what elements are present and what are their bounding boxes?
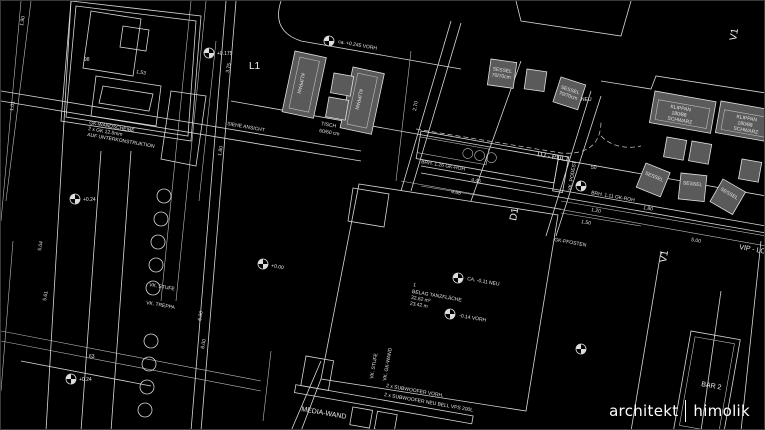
level-label: +0.24	[83, 197, 96, 203]
media-wall	[294, 355, 474, 429]
armchair: SESSEL	[635, 162, 671, 198]
bar-label: BAR 2	[701, 381, 722, 391]
stair-label: VK. STUFE	[369, 352, 380, 379]
dance-floor-outline	[291, 183, 559, 429]
dance-floor-label: 1 BELAG TANZFLÄCHE 32.62 m² 23.42 m	[409, 282, 463, 310]
dj-booth	[415, 130, 570, 193]
svg-text:180/88: 180/88	[737, 120, 753, 129]
company-logo: architekt himolik	[609, 400, 750, 422]
table	[663, 136, 688, 161]
section-marker: V1	[658, 249, 671, 263]
svg-text:1.53: 1.53	[136, 69, 147, 77]
svg-text:8.00: 8.00	[200, 339, 208, 350]
table	[325, 96, 350, 121]
brh-label: BRH. 1.26 GK-ROH	[421, 159, 466, 173]
level-label: -0.14 VORH	[459, 313, 487, 324]
svg-text:180/88: 180/88	[671, 110, 687, 119]
section-marker: D1	[508, 207, 521, 222]
svg-text:5.00: 5.00	[691, 237, 702, 245]
stepping-stones	[137, 188, 172, 418]
armchair: SESSEL	[677, 172, 708, 203]
svg-text:1.50: 1.50	[581, 219, 592, 227]
section-marker: L1	[249, 61, 261, 72]
table	[738, 158, 763, 183]
svg-text:70/70cm: 70/70cm	[558, 90, 578, 102]
svg-text:KLIPPAN: KLIPPAN	[736, 114, 758, 124]
svg-text:SESSEL: SESSEL	[492, 66, 512, 75]
svg-text:1.80: 1.80	[643, 205, 654, 213]
svg-text:4.45: 4.45	[471, 177, 482, 185]
wall-note: 2 x GK 12.5mm	[88, 126, 123, 138]
table-label: TISCH	[321, 121, 337, 130]
logo-divider	[685, 400, 687, 422]
table-size: 60/60 cm	[319, 128, 340, 137]
svg-text:SCHWARZ: SCHWARZ	[733, 126, 759, 136]
svg-text:98: 98	[84, 57, 90, 63]
left-rooms	[60, 1, 207, 167]
svg-text:KLIPPAN: KLIPPAN	[353, 88, 363, 110]
logo-left: architekt	[609, 402, 679, 420]
klippan-sofa: KLIPPAN	[281, 50, 327, 119]
dimension-lines	[5, 1, 642, 422]
svg-text:5.04: 5.04	[37, 241, 45, 252]
table	[330, 72, 355, 97]
armchair: SESSEL	[709, 178, 747, 216]
svg-text:KLIPPAN: KLIPPAN	[295, 72, 305, 94]
svg-text:63: 63	[89, 354, 95, 360]
level-label: +0.24	[79, 377, 92, 383]
level-label: ca. +0.245 VORH	[338, 39, 378, 52]
svg-text:50: 50	[591, 165, 597, 171]
svg-text:1.01: 1.01	[9, 101, 17, 112]
level-label: +0.175	[217, 51, 233, 57]
vip-label: VIP - LOUNGE	[739, 244, 765, 259]
stair-label: VK. TREPPA	[146, 300, 176, 311]
wall-label: VK. GK-WAND	[382, 347, 394, 381]
stair-label: VK. STUFE	[149, 282, 176, 293]
svg-text:1.20: 1.20	[591, 207, 602, 215]
media-wall-label: MEDIA-WAND	[301, 406, 347, 421]
podest-label: VK. PODEST	[567, 161, 578, 192]
dj-label: DJ - PULT	[537, 151, 571, 164]
post-label: GK-PFOSTEN	[554, 237, 587, 249]
svg-text:SESSEL: SESSEL	[560, 85, 581, 97]
new-label: NEU	[581, 97, 592, 103]
bar-2	[673, 330, 741, 429]
svg-text:4.65: 4.65	[451, 189, 462, 197]
section-marker: V1	[728, 27, 741, 41]
svg-text:1.80: 1.80	[217, 146, 225, 157]
brh-label: BRH. 1.11 GK-ROH	[591, 190, 636, 204]
svg-text:3.75: 3.75	[225, 63, 233, 74]
svg-text:5.61: 5.61	[42, 291, 50, 302]
svg-text:32.62 m²: 32.62 m²	[410, 295, 431, 304]
svg-text:SESSEL: SESSEL	[683, 180, 703, 188]
svg-text:SCHWARZ: SCHWARZ	[667, 116, 693, 126]
table	[523, 68, 548, 93]
table	[688, 140, 713, 165]
svg-text:1.90: 1.90	[19, 16, 27, 27]
svg-text:23.42 m: 23.42 m	[409, 301, 428, 310]
dimension-labels: 4.45 4.65 1.20 1.50 5.00 1.80 1.90 1.01 …	[9, 16, 701, 360]
svg-text:2.70: 2.70	[412, 101, 420, 112]
svg-text:70/70cm: 70/70cm	[491, 72, 511, 81]
level-markers	[65, 35, 587, 385]
level-label: +0.00	[271, 263, 285, 271]
logo-right: himolik	[693, 402, 750, 420]
svg-text:1: 1	[413, 282, 417, 288]
svg-text:KLIPPAN: KLIPPAN	[670, 104, 692, 114]
level-label: CA. -0.11 NEU	[467, 276, 501, 288]
svg-text:6.00: 6.00	[197, 311, 205, 322]
